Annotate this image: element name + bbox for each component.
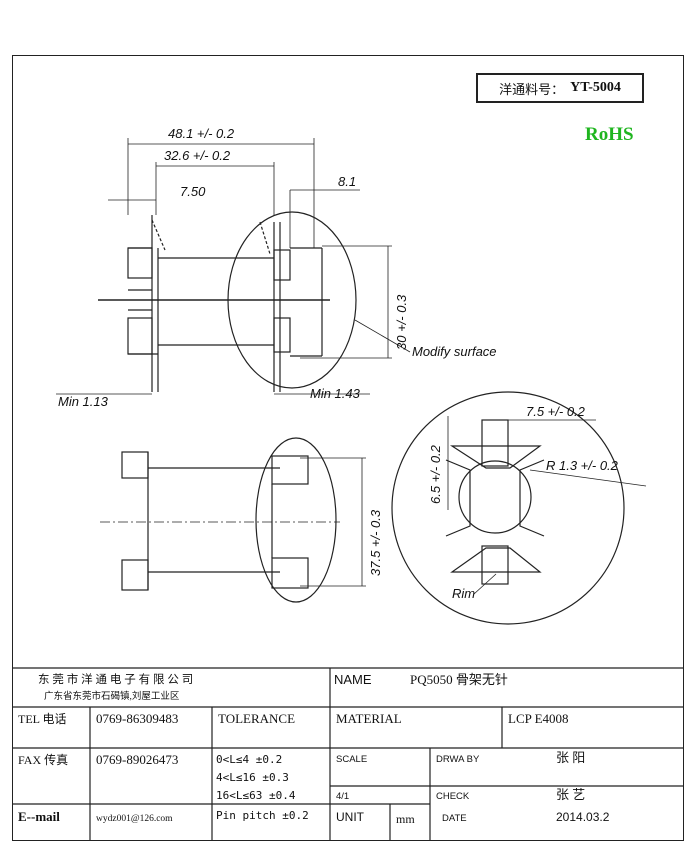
scale-value: 4/1	[336, 791, 350, 802]
dim-inner-length: 32.6 +/- 0.2	[164, 148, 231, 163]
unit-value: mm	[396, 812, 415, 826]
part-number: YT-5004	[570, 80, 621, 95]
drawby-value: 张 阳	[556, 750, 586, 765]
drawing-frame	[12, 55, 684, 841]
name-label: NAME	[334, 672, 372, 687]
scale-label: SCALE	[336, 754, 368, 765]
dim-rim: Rim	[452, 586, 475, 601]
tolerance-row-4: Pin pitch ±0.2	[216, 809, 309, 822]
dim-slot-width: 7.5 +/- 0.2	[526, 404, 586, 419]
material-label: MATERIAL	[336, 711, 402, 726]
part-number-box: 洋通料号： YT-5004	[476, 73, 644, 103]
dim-height-30: 30 +/- 0.3	[394, 294, 409, 350]
dim-slot-depth: 6.5 +/- 0.2	[428, 444, 443, 504]
tolerance-row-3: 16<L≤63 ±0.4	[216, 789, 296, 802]
dim-radius: R 1.3 +/- 0.2	[546, 458, 619, 473]
tolerance-row-2: 4<L≤16 ±0.3	[216, 771, 289, 784]
left-flange-lower	[127, 317, 153, 355]
left-flange-upper	[127, 247, 153, 279]
dim-min-113: Min 1.13	[58, 394, 109, 409]
dim-flange-width: 8.1	[338, 174, 356, 189]
tel-value: 0769-86309483	[96, 711, 179, 726]
unit-label: UNIT	[336, 810, 364, 824]
dim-height-375: 37.5 +/- 0.3	[368, 509, 383, 576]
drawby-label: DRWA BY	[436, 754, 480, 765]
date-label: DATE	[442, 813, 467, 824]
company-address: 广东省东莞市石碣镇,刘屋工业区	[44, 692, 180, 702]
tolerance-row-1: 0<L≤4 ±0.2	[216, 753, 283, 766]
email-label: E--mail	[18, 809, 60, 824]
rohs-mark: RoHS	[585, 124, 634, 145]
name-value: PQ5050 骨架无针	[410, 672, 508, 687]
dim-flange-offset: 7.50	[180, 184, 206, 199]
check-value: 张 艺	[556, 787, 586, 802]
tolerance-label: TOLERANCE	[218, 711, 296, 726]
fax-label: FAX 传真	[18, 753, 69, 767]
material-value: LCP E4008	[508, 711, 569, 726]
company-name: 东 莞 市 洋 通 电 子 有 限 公 司	[38, 674, 194, 686]
dim-overall-length: 48.1 +/- 0.2	[168, 126, 235, 141]
dim-min-143: Min 1.43	[310, 386, 361, 401]
check-label: CHECK	[436, 791, 470, 802]
date-value: 2014.03.2	[556, 810, 610, 824]
part-number-label: 洋通料号：	[499, 81, 565, 97]
dim-modify-surface: Modify surface	[412, 344, 497, 359]
fax-value: 0769-89026473	[96, 752, 179, 767]
tel-label: TEL 电话	[18, 712, 67, 726]
email-value: wydz001@126.com	[96, 814, 173, 824]
